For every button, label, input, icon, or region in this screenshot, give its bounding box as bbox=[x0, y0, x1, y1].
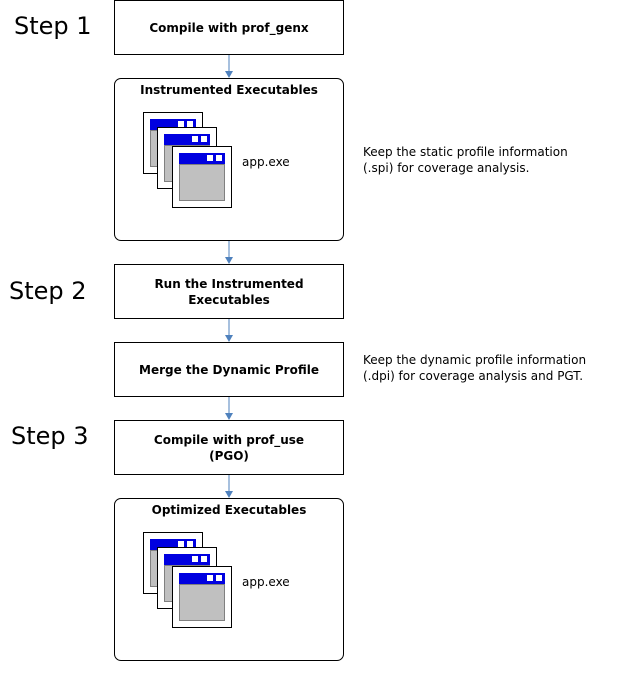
compile-use-line-2: (PGO) bbox=[209, 448, 249, 463]
compile-genx-label: Compile with prof_genx bbox=[149, 20, 309, 35]
optimized-exe-label: app.exe bbox=[242, 575, 290, 589]
merge-dynamic-profile-label: Merge the Dynamic Profile bbox=[139, 362, 319, 377]
spi-note-line-2: (.spi) for coverage analysis. bbox=[363, 161, 530, 175]
spi-note-line-1: Keep the static profile information bbox=[363, 145, 568, 159]
window-icon bbox=[172, 146, 232, 208]
instrumented-executables-title: Instrumented Executables bbox=[140, 83, 318, 97]
compile-genx-box: Compile with prof_genx bbox=[114, 0, 344, 55]
instrumented-exe-label: app.exe bbox=[242, 155, 290, 169]
optimized-executables-box: Optimized Executables app.exe bbox=[114, 498, 344, 661]
dpi-note-line-2: (.dpi) for coverage analysis and PGT. bbox=[363, 369, 584, 383]
window-icon bbox=[172, 566, 232, 628]
run-instrumented-line-1: Run the Instrumented bbox=[154, 276, 304, 291]
compile-use-line-1: Compile with prof_use bbox=[153, 432, 305, 447]
step-1-label: Step 1 bbox=[14, 12, 92, 40]
compile-use-box: Compile with prof_use (PGO) bbox=[114, 420, 344, 475]
run-instrumented-line-2: Executables bbox=[188, 292, 270, 307]
spi-note: Keep the static profile information (.sp… bbox=[363, 144, 568, 176]
merge-dynamic-profile-box: Merge the Dynamic Profile bbox=[114, 342, 344, 397]
run-instrumented-box: Run the Instrumented Executables bbox=[114, 264, 344, 319]
dpi-note: Keep the dynamic profile information (.d… bbox=[363, 352, 586, 384]
dpi-note-line-1: Keep the dynamic profile information bbox=[363, 353, 587, 367]
step-2-label: Step 2 bbox=[9, 277, 87, 305]
optimized-executables-title: Optimized Executables bbox=[151, 503, 307, 517]
instrumented-executables-box: Instrumented Executables app.exe bbox=[114, 78, 344, 241]
step-3-label: Step 3 bbox=[11, 422, 89, 450]
